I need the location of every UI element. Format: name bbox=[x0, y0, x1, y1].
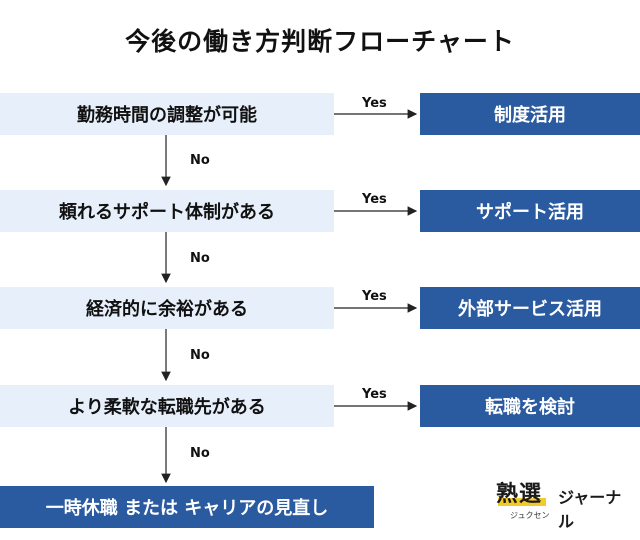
logo-kana-text: ジュクセン bbox=[510, 511, 550, 520]
yes-label-3: Yes bbox=[362, 289, 387, 304]
no-label-2: No bbox=[190, 251, 210, 266]
yes-label-2: Yes bbox=[362, 192, 387, 207]
logo-accent-bar bbox=[498, 498, 546, 506]
question-label-3: 経済的に余裕がある bbox=[86, 299, 248, 320]
yes-label-4: Yes bbox=[362, 387, 387, 402]
question-box-3: 経済的に余裕がある bbox=[0, 287, 334, 329]
brand-logo: 熟選 ジャーナル ジュクセン bbox=[496, 476, 636, 531]
question-box-4: より柔軟な転職先がある bbox=[0, 385, 334, 427]
no-label-1: No bbox=[190, 153, 210, 168]
question-box-1: 勤務時間の調整が可能 bbox=[0, 93, 334, 135]
answer-box-1: 制度活用 bbox=[420, 93, 640, 135]
answer-box-4: 転職を検討 bbox=[420, 385, 640, 427]
answer-label-4: 転職を検討 bbox=[485, 397, 575, 418]
logo-main-text: 熟選 bbox=[496, 482, 543, 507]
no-label-4: No bbox=[190, 446, 210, 461]
chart-title: 今後の働き方判断フローチャート bbox=[125, 27, 515, 56]
logo-sub-text: ジャーナル bbox=[558, 488, 622, 531]
answer-box-3: 外部サービス活用 bbox=[420, 287, 640, 329]
final-outcome-label: 一時休職 または キャリアの見直し bbox=[45, 498, 329, 519]
answer-box-2: サポート活用 bbox=[420, 190, 640, 232]
question-label-2: 頼れるサポート体制がある bbox=[59, 202, 275, 223]
answer-label-3: 外部サービス活用 bbox=[458, 299, 602, 320]
answer-label-1: 制度活用 bbox=[494, 105, 566, 126]
question-label-4: より柔軟な転職先がある bbox=[68, 397, 266, 418]
no-label-3: No bbox=[190, 348, 210, 363]
yes-label-1: Yes bbox=[362, 96, 387, 111]
question-box-2: 頼れるサポート体制がある bbox=[0, 190, 334, 232]
question-label-1: 勤務時間の調整が可能 bbox=[77, 105, 257, 126]
final-outcome-box: 一時休職 または キャリアの見直し bbox=[0, 486, 374, 528]
answer-label-2: サポート活用 bbox=[476, 202, 584, 223]
